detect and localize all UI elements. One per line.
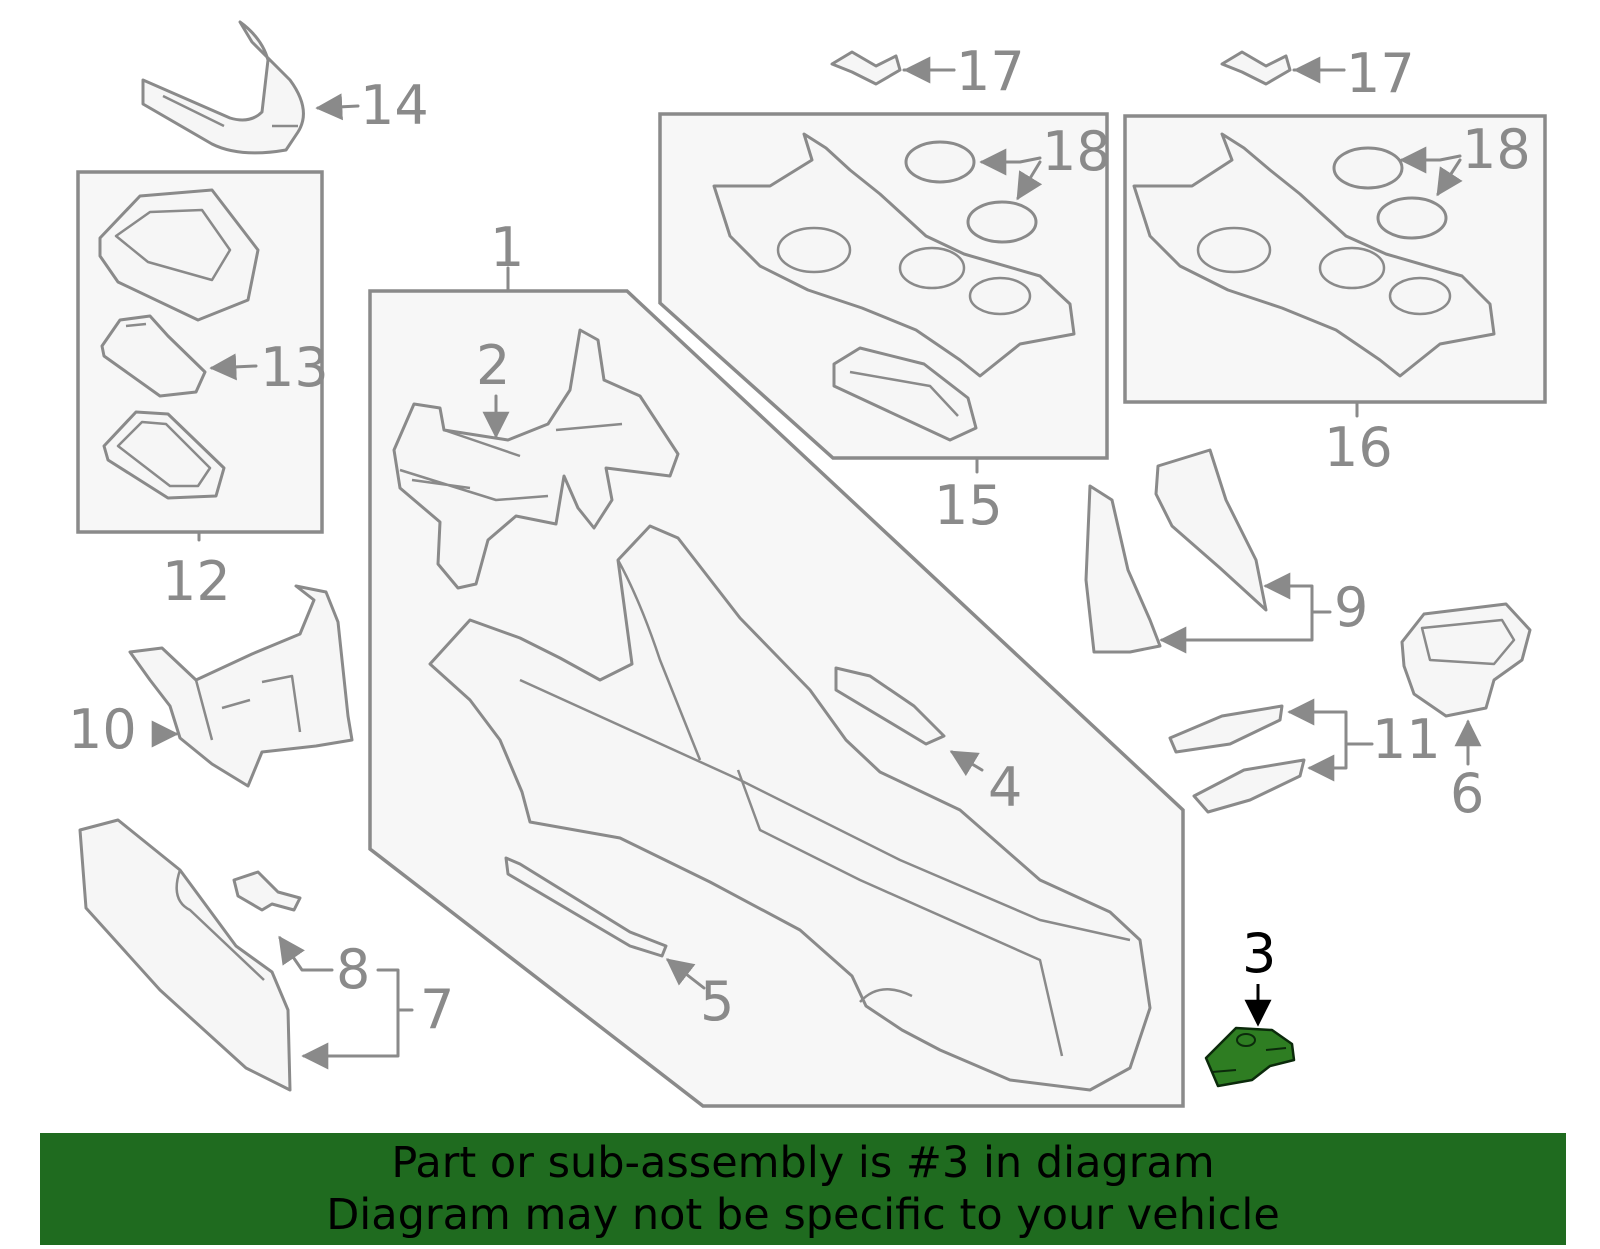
part-3-bracket-highlighted[interactable] [1204, 1026, 1296, 1088]
callout-4: 4 [988, 756, 1022, 819]
part-9-side-trim[interactable] [1084, 448, 1268, 654]
part-15-console-top[interactable] [712, 132, 1076, 378]
callout-13: 13 [260, 336, 329, 399]
part-14-shifter-trim[interactable] [141, 20, 305, 155]
callout-18: 18 [1042, 120, 1111, 183]
part-5-trim-strip[interactable] [504, 856, 668, 958]
callout-2: 2 [476, 334, 510, 397]
part-12-shifter-bezel[interactable] [98, 188, 260, 322]
callout-7: 7 [420, 978, 454, 1041]
part-17-clip[interactable] [1220, 50, 1292, 86]
info-banner: Part or sub-assembly is #3 in diagram Di… [40, 1133, 1566, 1245]
callout-10: 10 [68, 698, 137, 761]
part-6-storage-bin[interactable] [1400, 602, 1532, 718]
callout-8: 8 [336, 938, 370, 1001]
banner-line-1: Part or sub-assembly is #3 in diagram [391, 1138, 1215, 1188]
part-18-cup-holder-liner[interactable] [904, 140, 1038, 244]
part-13-shift-boot[interactable] [100, 314, 207, 398]
callout-6: 6 [1450, 762, 1484, 825]
callout-18: 18 [1462, 118, 1531, 181]
callout-14: 14 [360, 74, 429, 137]
part-1-console-body[interactable] [428, 524, 1152, 1092]
callout-15: 15 [934, 474, 1003, 537]
part-8-clip[interactable] [232, 870, 302, 912]
part-17-clip[interactable] [830, 50, 902, 86]
part-2-console-bracket[interactable] [392, 328, 680, 590]
callout-9: 9 [1334, 576, 1368, 639]
callout-16: 16 [1324, 416, 1393, 479]
callout-11: 11 [1372, 708, 1441, 771]
callout-5: 5 [700, 970, 734, 1033]
part-12-shifter-plate[interactable] [102, 410, 226, 500]
callout-17: 17 [1346, 42, 1415, 105]
callout-17: 17 [956, 40, 1025, 103]
part-15-tray[interactable] [832, 346, 978, 442]
callout-12: 12 [162, 550, 231, 613]
part-11-trim-strip[interactable] [1168, 704, 1306, 814]
part-18-cup-holder-liner[interactable] [1332, 146, 1448, 240]
part-7-side-panel[interactable] [78, 818, 292, 1092]
callout-3: 3 [1242, 922, 1276, 985]
callout-1: 1 [490, 216, 524, 279]
leader-lines [151, 56, 1482, 1070]
part-16-console-top[interactable] [1132, 132, 1496, 378]
callout-labels: 1 2 3 4 5 6 7 8 9 10 11 12 13 14 15 16 1… [68, 40, 1531, 1041]
part-10-bracket[interactable] [128, 584, 354, 788]
part-4-trim-strip[interactable] [834, 666, 946, 746]
banner-line-2: Diagram may not be specific to your vehi… [326, 1190, 1280, 1240]
